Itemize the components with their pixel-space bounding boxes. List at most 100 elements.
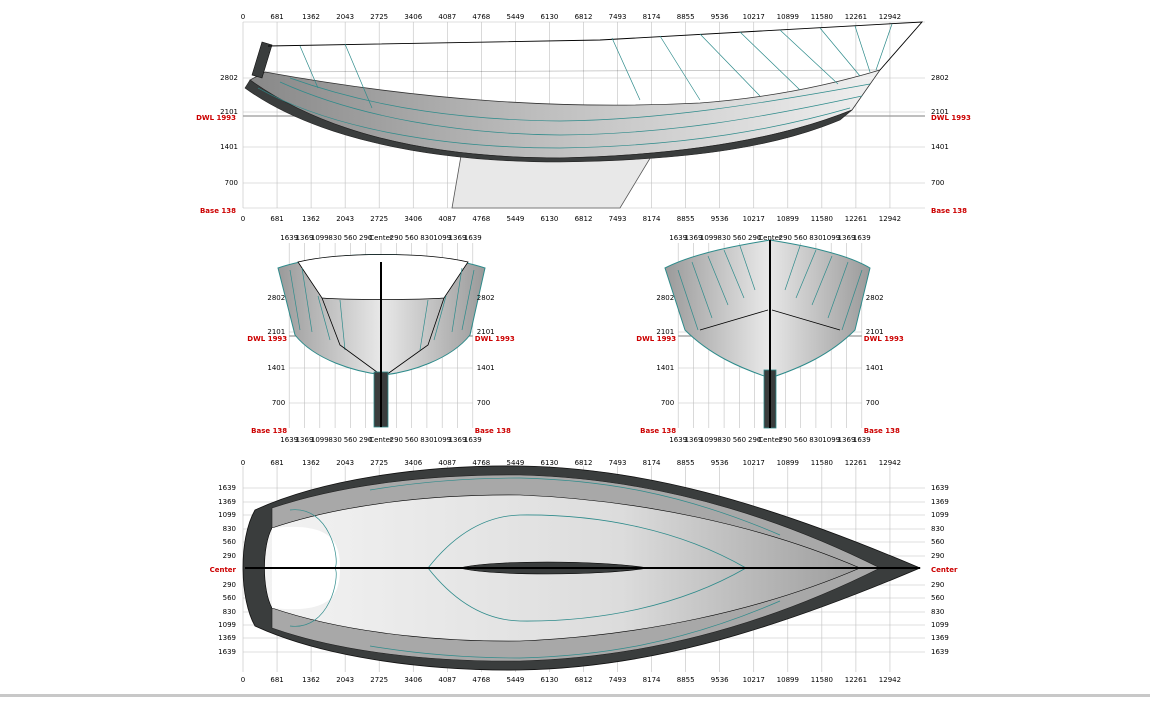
section-x-tick-top: 1099 [311,234,329,242]
profile-y-tick-left: 2101 [220,108,238,116]
profile-y-tick-right: 2101 [931,108,949,116]
profile-x-tick-bottom: 5449 [506,215,524,223]
section-x-tick-bottom: 290 [748,436,761,444]
section-x-tick-bottom: 1369 [449,436,467,444]
profile-x-tick-bottom: 2725 [370,215,388,223]
plan-center-label-left: Center [210,566,237,574]
plan-x-tick-bottom: 6812 [575,676,593,684]
plan-x-tick-top: 8174 [643,459,661,467]
plan-x-tick-top: 10217 [743,459,765,467]
plan-y-tick-left: 1639 [218,484,236,492]
section-base-label-left: Base 138 [251,427,287,435]
section-x-tick-top: 1369 [296,234,314,242]
profile-x-tick-top: 6130 [541,13,559,21]
plan-x-tick-top: 11580 [811,459,833,467]
profile-x-tick-top: 681 [270,13,283,21]
plan-x-tick-bottom: 3406 [404,676,422,684]
section-x-tick-bottom: 290 [359,436,372,444]
section-base-label-right: Base 138 [864,427,900,435]
section-x-tick-top: 1639 [280,234,298,242]
plan-x-tick-bottom: 12261 [845,676,867,684]
plan-x-tick-bottom: 681 [270,676,283,684]
profile-x-tick-bottom: 12261 [845,215,867,223]
profile-base-label-left: Base 138 [200,207,236,215]
plan-y-tick-right: 1369 [931,634,949,642]
section-x-tick-top: 830 [328,234,341,242]
section-y-tick-left: 2802 [656,294,674,302]
section-x-tick-top: 1099 [433,234,451,242]
plan-x-tick-bottom: 10217 [743,676,765,684]
plan-x-tick-top: 10899 [777,459,799,467]
section-x-tick-top: 1099 [700,234,718,242]
section-x-tick-bottom: 1369 [838,436,856,444]
section-x-tick-top: 1369 [449,234,467,242]
section-dwl-label-right: DWL 1993 [475,335,515,343]
plan-x-tick-bottom: 2043 [336,676,354,684]
section-y-tick-left: 2101 [656,328,674,336]
section-x-tick-bottom: 290 [390,436,403,444]
plan-y-tick-left: 1369 [218,634,236,642]
profile-x-tick-bottom: 9536 [711,215,729,223]
section-x-tick-bottom: 560 [733,436,746,444]
section-x-tick-bottom: 830 [328,436,341,444]
profile-x-tick-top: 10217 [743,13,765,21]
section-base-label-left: Base 138 [640,427,676,435]
plan-y-tick-right: 560 [931,538,944,546]
section-x-tick-bottom: 560 [794,436,807,444]
plan-x-tick-top: 3406 [404,459,422,467]
plan-x-tick-top: 681 [270,459,283,467]
plan-hull [242,465,922,671]
plan-x-tick-top: 2043 [336,459,354,467]
plan-y-tick-right: 1369 [931,498,949,506]
section-x-tick-top: 560 [405,234,418,242]
section-x-tick-bottom: 1639 [280,436,298,444]
plan-x-tick-top: 6130 [541,459,559,467]
profile-x-tick-bottom: 3406 [404,215,422,223]
plan-x-tick-top: 12261 [845,459,867,467]
profile-x-tick-bottom: 4768 [472,215,490,223]
profile-x-tick-top: 2043 [336,13,354,21]
profile-labels: 0068168113621362204320432725272534063406… [196,13,971,223]
profile-x-tick-bottom: 681 [270,215,283,223]
section-x-tick-top: 290 [359,234,372,242]
profile-x-tick-top: 6812 [575,13,593,21]
section-x-tick-top: 560 [733,234,746,242]
section-x-tick-bottom: 1639 [464,436,482,444]
section-x-tick-top: 1639 [853,234,871,242]
profile-y-tick-right: 700 [931,179,944,187]
section-x-tick-bottom: 830 [809,436,822,444]
plan-x-tick-top: 4087 [438,459,456,467]
plan-x-tick-bottom: 0 [241,676,245,684]
section-x-tick-bottom: 1099 [433,436,451,444]
section-x-tick-top: 290 [779,234,792,242]
profile-x-tick-bottom: 4087 [438,215,456,223]
profile-x-tick-bottom: 10217 [743,215,765,223]
plan-y-tick-right: 830 [931,525,944,533]
profile-dwl-label-right: DWL 1993 [931,114,971,122]
section-y-tick-right: 2802 [866,294,884,302]
section-x-tick-top: 290 [390,234,403,242]
section-x-tick-top: 830 [420,234,433,242]
profile-x-tick-top: 10899 [777,13,799,21]
plan-x-tick-bottom: 4087 [438,676,456,684]
plan-y-tick-left: 1369 [218,498,236,506]
profile-x-tick-top: 9536 [711,13,729,21]
profile-y-tick-left: 2802 [220,74,238,82]
plan-y-tick-right: 560 [931,594,944,602]
profile-x-tick-bottom: 11580 [811,215,833,223]
profile-x-tick-top: 4087 [438,13,456,21]
section-dwl-label-left: DWL 1993 [247,335,287,343]
profile-x-tick-top: 8174 [643,13,661,21]
section-y-tick-right: 700 [866,399,879,407]
section-y-tick-right: 2802 [477,294,495,302]
section-base-label-right: Base 138 [475,427,511,435]
plan-x-tick-bottom: 4768 [472,676,490,684]
profile-x-tick-bottom: 10899 [777,215,799,223]
plan-y-tick-left: 560 [223,538,236,546]
section-x-tick-bottom: Center [758,436,782,444]
profile-x-tick-top: 12942 [879,13,901,21]
section-x-tick-bottom: 560 [344,436,357,444]
section-y-tick-left: 2101 [267,328,285,336]
plan-x-tick-bottom: 8174 [643,676,661,684]
profile-y-tick-left: 700 [225,179,238,187]
